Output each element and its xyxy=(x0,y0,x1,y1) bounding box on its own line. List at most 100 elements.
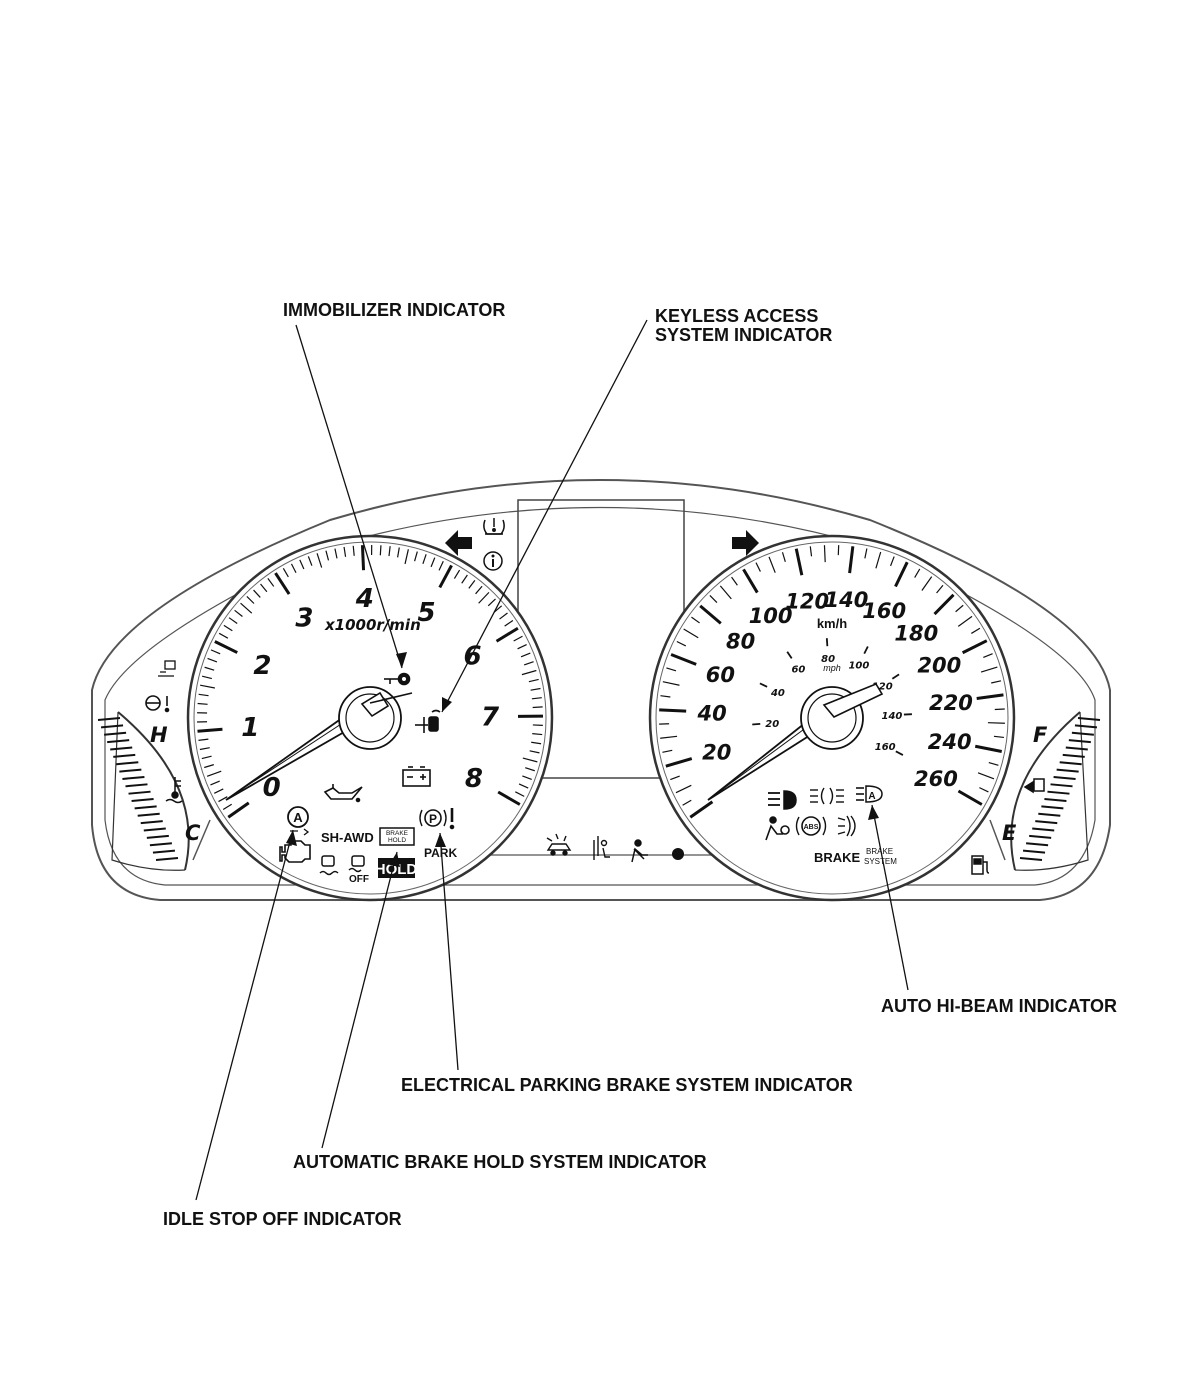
fuel-segment xyxy=(1047,790,1070,795)
svg-text:A: A xyxy=(868,791,875,802)
kmh-label: 260 xyxy=(914,767,958,791)
tach-minor-tick xyxy=(532,733,543,736)
kmh-label: 200 xyxy=(917,653,961,677)
auto-hibeam-icon xyxy=(856,785,883,803)
tach-minor-tick xyxy=(504,619,514,627)
temp-segment xyxy=(119,768,142,773)
kmh-minor-tick xyxy=(660,735,678,739)
callout-keyless-line2: SYSTEM INDICATOR xyxy=(655,325,832,345)
tach-major-tick xyxy=(497,790,521,806)
tach-minor-tick xyxy=(499,612,508,620)
tach-minor-tick xyxy=(201,755,212,760)
tach-major-tick xyxy=(438,564,453,589)
tach-minor-tick xyxy=(210,649,221,655)
svg-text:BRAKE: BRAKE xyxy=(386,830,409,837)
kmh-label: 100 xyxy=(749,604,793,628)
temp-segment xyxy=(146,834,169,839)
svg-text:HOLD: HOLD xyxy=(388,837,406,844)
kmh-minor-tick xyxy=(709,595,718,603)
kmh-minor-tick xyxy=(914,568,921,578)
kmh-minor-tick xyxy=(731,576,738,586)
kmh-minor-tick xyxy=(676,640,687,647)
tach-minor-tick xyxy=(201,675,212,680)
svg-text:P: P xyxy=(429,812,437,826)
tach-major-tick xyxy=(495,626,519,643)
fuel-segment xyxy=(1077,717,1101,721)
tach-minor-tick xyxy=(210,780,220,786)
tach-minor-tick xyxy=(307,556,313,566)
tach-minor-tick xyxy=(478,591,490,604)
low-beam-icon xyxy=(768,790,797,810)
kmh-major-tick xyxy=(933,593,955,616)
kmh-major-tick xyxy=(665,757,693,768)
fuel-segment xyxy=(1071,731,1094,736)
callout-auto-hibeam: AUTO HI-BEAM INDICATOR xyxy=(881,996,1117,1016)
battery-icon xyxy=(402,766,431,787)
kmh-minor-tick xyxy=(660,695,671,698)
tach-minor-tick xyxy=(453,569,461,579)
kmh-major-tick xyxy=(974,744,1003,753)
tach-label: 0 xyxy=(263,773,281,803)
tach-major-tick xyxy=(227,801,250,819)
kmh-label: 160 xyxy=(862,599,906,623)
mph-label: 140 xyxy=(881,711,902,722)
tach-minor-tick xyxy=(260,583,268,593)
kmh-major-tick xyxy=(794,548,804,576)
kmh-minor-tick xyxy=(864,548,868,559)
fuel-segment xyxy=(1050,783,1073,788)
idle-stop-off-icon: A xyxy=(287,806,310,836)
tach-major-tick xyxy=(197,727,223,733)
tach-label: 3 xyxy=(295,604,313,634)
kmh-major-tick xyxy=(894,561,909,588)
mph-tick xyxy=(895,750,904,756)
fuel-segment xyxy=(1044,798,1067,803)
tach-minor-tick xyxy=(214,788,224,794)
tach-minor-tick xyxy=(282,567,289,578)
kmh-major-tick xyxy=(961,639,988,655)
kmh-minor-tick xyxy=(719,585,732,600)
fuel-segment xyxy=(1065,746,1088,751)
mph-label: 20 xyxy=(765,719,779,730)
tach-minor-tick xyxy=(468,580,476,589)
kmh-minor-tick xyxy=(980,666,998,673)
kmh-label: 240 xyxy=(928,730,972,754)
temp-segment xyxy=(155,857,179,861)
kmh-major-tick xyxy=(976,693,1004,700)
immobilizer-key-icon xyxy=(384,672,411,686)
left-turn-arrow-icon xyxy=(445,530,472,556)
temp-segment xyxy=(143,827,166,832)
airbag-icon xyxy=(765,816,790,841)
kmh-major-tick xyxy=(699,604,722,625)
fuel-segment xyxy=(1074,724,1098,729)
kmh-minor-tick xyxy=(662,749,673,753)
fuel-segment xyxy=(1059,761,1082,766)
temp-segment xyxy=(97,717,121,721)
tach-major-tick xyxy=(214,640,238,654)
leader-lines xyxy=(195,319,909,1201)
coolant-temp-icon xyxy=(165,777,183,804)
tach-minor-tick xyxy=(475,585,483,595)
tach-minor-tick xyxy=(228,617,238,624)
temp-segment xyxy=(125,783,148,788)
tach-unit: x1000r/min xyxy=(324,616,421,634)
kmh-major-tick xyxy=(848,546,855,574)
tach-label: 7 xyxy=(481,703,500,733)
kmh-label: 60 xyxy=(706,663,735,687)
tach-minor-tick xyxy=(334,548,338,559)
tach-minor-tick xyxy=(267,578,275,587)
mph-label: 160 xyxy=(875,742,896,753)
kmh-minor-tick xyxy=(957,615,973,627)
tach-minor-tick xyxy=(206,770,222,777)
lane-icon xyxy=(593,836,610,860)
svg-text:HOLD: HOLD xyxy=(375,861,418,878)
kmh-major-tick xyxy=(957,789,983,806)
temp-segment xyxy=(113,753,136,758)
tach-label: 2 xyxy=(253,651,271,681)
tach-minor-tick xyxy=(531,697,542,700)
right-turn-arrow-icon xyxy=(732,530,759,556)
parking-brake-icon xyxy=(419,808,455,830)
tach-minor-tick xyxy=(522,757,538,763)
brake-label: BRAKE xyxy=(814,850,861,865)
tach-minor-tick xyxy=(388,546,391,557)
temp-segment xyxy=(110,746,133,751)
